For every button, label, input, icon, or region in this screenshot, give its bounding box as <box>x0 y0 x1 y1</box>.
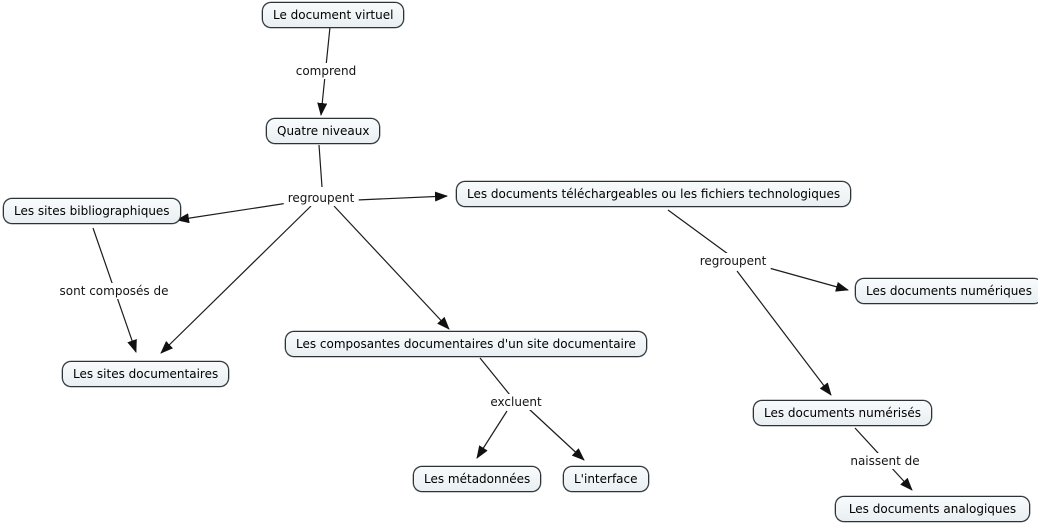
node-sites-documentaires[interactable]: Les sites documentaires <box>62 361 230 387</box>
link-label-excluent[interactable]: excluent <box>486 394 546 410</box>
node-quatre-niveaux[interactable]: Quatre niveaux <box>266 118 381 144</box>
edge-regroupent-to-composantes <box>333 205 450 330</box>
link-label-comprend[interactable]: comprend <box>291 63 361 79</box>
edge-excluent-to-metadonnees <box>476 410 508 459</box>
node-documents-analogiques[interactable]: Les documents analogiques <box>835 496 1030 522</box>
node-sites-bibliographiques[interactable]: Les sites bibliographiques <box>3 198 181 224</box>
link-label-regroupent-left[interactable]: regroupent <box>283 190 359 206</box>
edge-telechargeables-to-regroupent <box>667 209 729 255</box>
edge-composantes-to-excluent <box>479 357 511 396</box>
edge-excluent-to-interface <box>528 408 585 461</box>
edge-regroupent-to-sites-documentaires <box>160 205 312 354</box>
edge-regroupent-to-telechargeables <box>356 191 448 202</box>
node-interface[interactable]: L'interface <box>563 466 649 492</box>
node-composantes-documentaires[interactable]: Les composantes documentaires d'un site … <box>285 331 647 357</box>
node-documents-numeriques[interactable]: Les documents numériques <box>855 278 1038 304</box>
edge-regroupent-to-numerises <box>736 270 832 396</box>
link-label-regroupent-right[interactable]: regroupent <box>695 253 771 269</box>
node-documents-telechargeables[interactable]: Les documents téléchargeables ou les fic… <box>456 181 852 207</box>
edge-regroupent-to-bibliographiques <box>176 202 289 224</box>
link-label-naissent-de[interactable]: naissent de <box>846 453 924 469</box>
edge-regroupent-to-numeriques <box>768 267 849 292</box>
node-documents-numerises[interactable]: Les documents numérisés <box>753 400 932 426</box>
node-document-virtuel[interactable]: Le document virtuel <box>262 2 405 28</box>
link-label-sont-composes-de[interactable]: sont composés de <box>55 283 173 299</box>
edge-quatre-to-regroupent <box>318 144 323 188</box>
node-metadonnees[interactable]: Les métadonnées <box>413 466 542 492</box>
